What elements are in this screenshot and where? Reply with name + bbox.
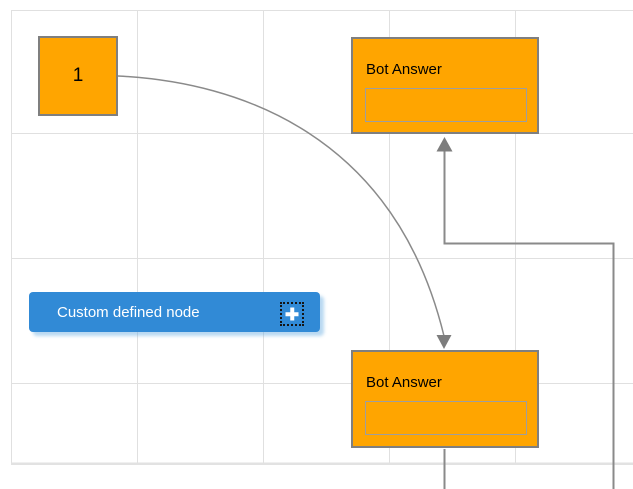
bot-answer-top-input[interactable] (365, 88, 527, 122)
connectors (117, 75, 615, 489)
bot-answer-node-bottom[interactable]: Bot Answer (351, 350, 539, 448)
plus-icon[interactable] (280, 302, 304, 326)
arrowhead-up-icon (436, 137, 453, 152)
bot-answer-top-title: Bot Answer (366, 61, 442, 78)
start-node[interactable]: 1 (38, 36, 118, 116)
connector-elbow-to-top-node[interactable] (443, 151, 615, 489)
connector-curve-start-to-bottom[interactable] (117, 75, 445, 337)
start-node-label: 1 (72, 65, 84, 86)
arrowhead-down-icon (436, 335, 452, 349)
bot-answer-bottom-input[interactable] (365, 401, 527, 435)
grid-lines (11, 10, 633, 465)
custom-node-label: Custom defined node (57, 303, 200, 321)
bot-answer-bottom-title: Bot Answer (366, 374, 442, 391)
custom-defined-node[interactable]: Custom defined node (29, 292, 320, 332)
bot-answer-node-top[interactable]: Bot Answer (351, 37, 539, 134)
